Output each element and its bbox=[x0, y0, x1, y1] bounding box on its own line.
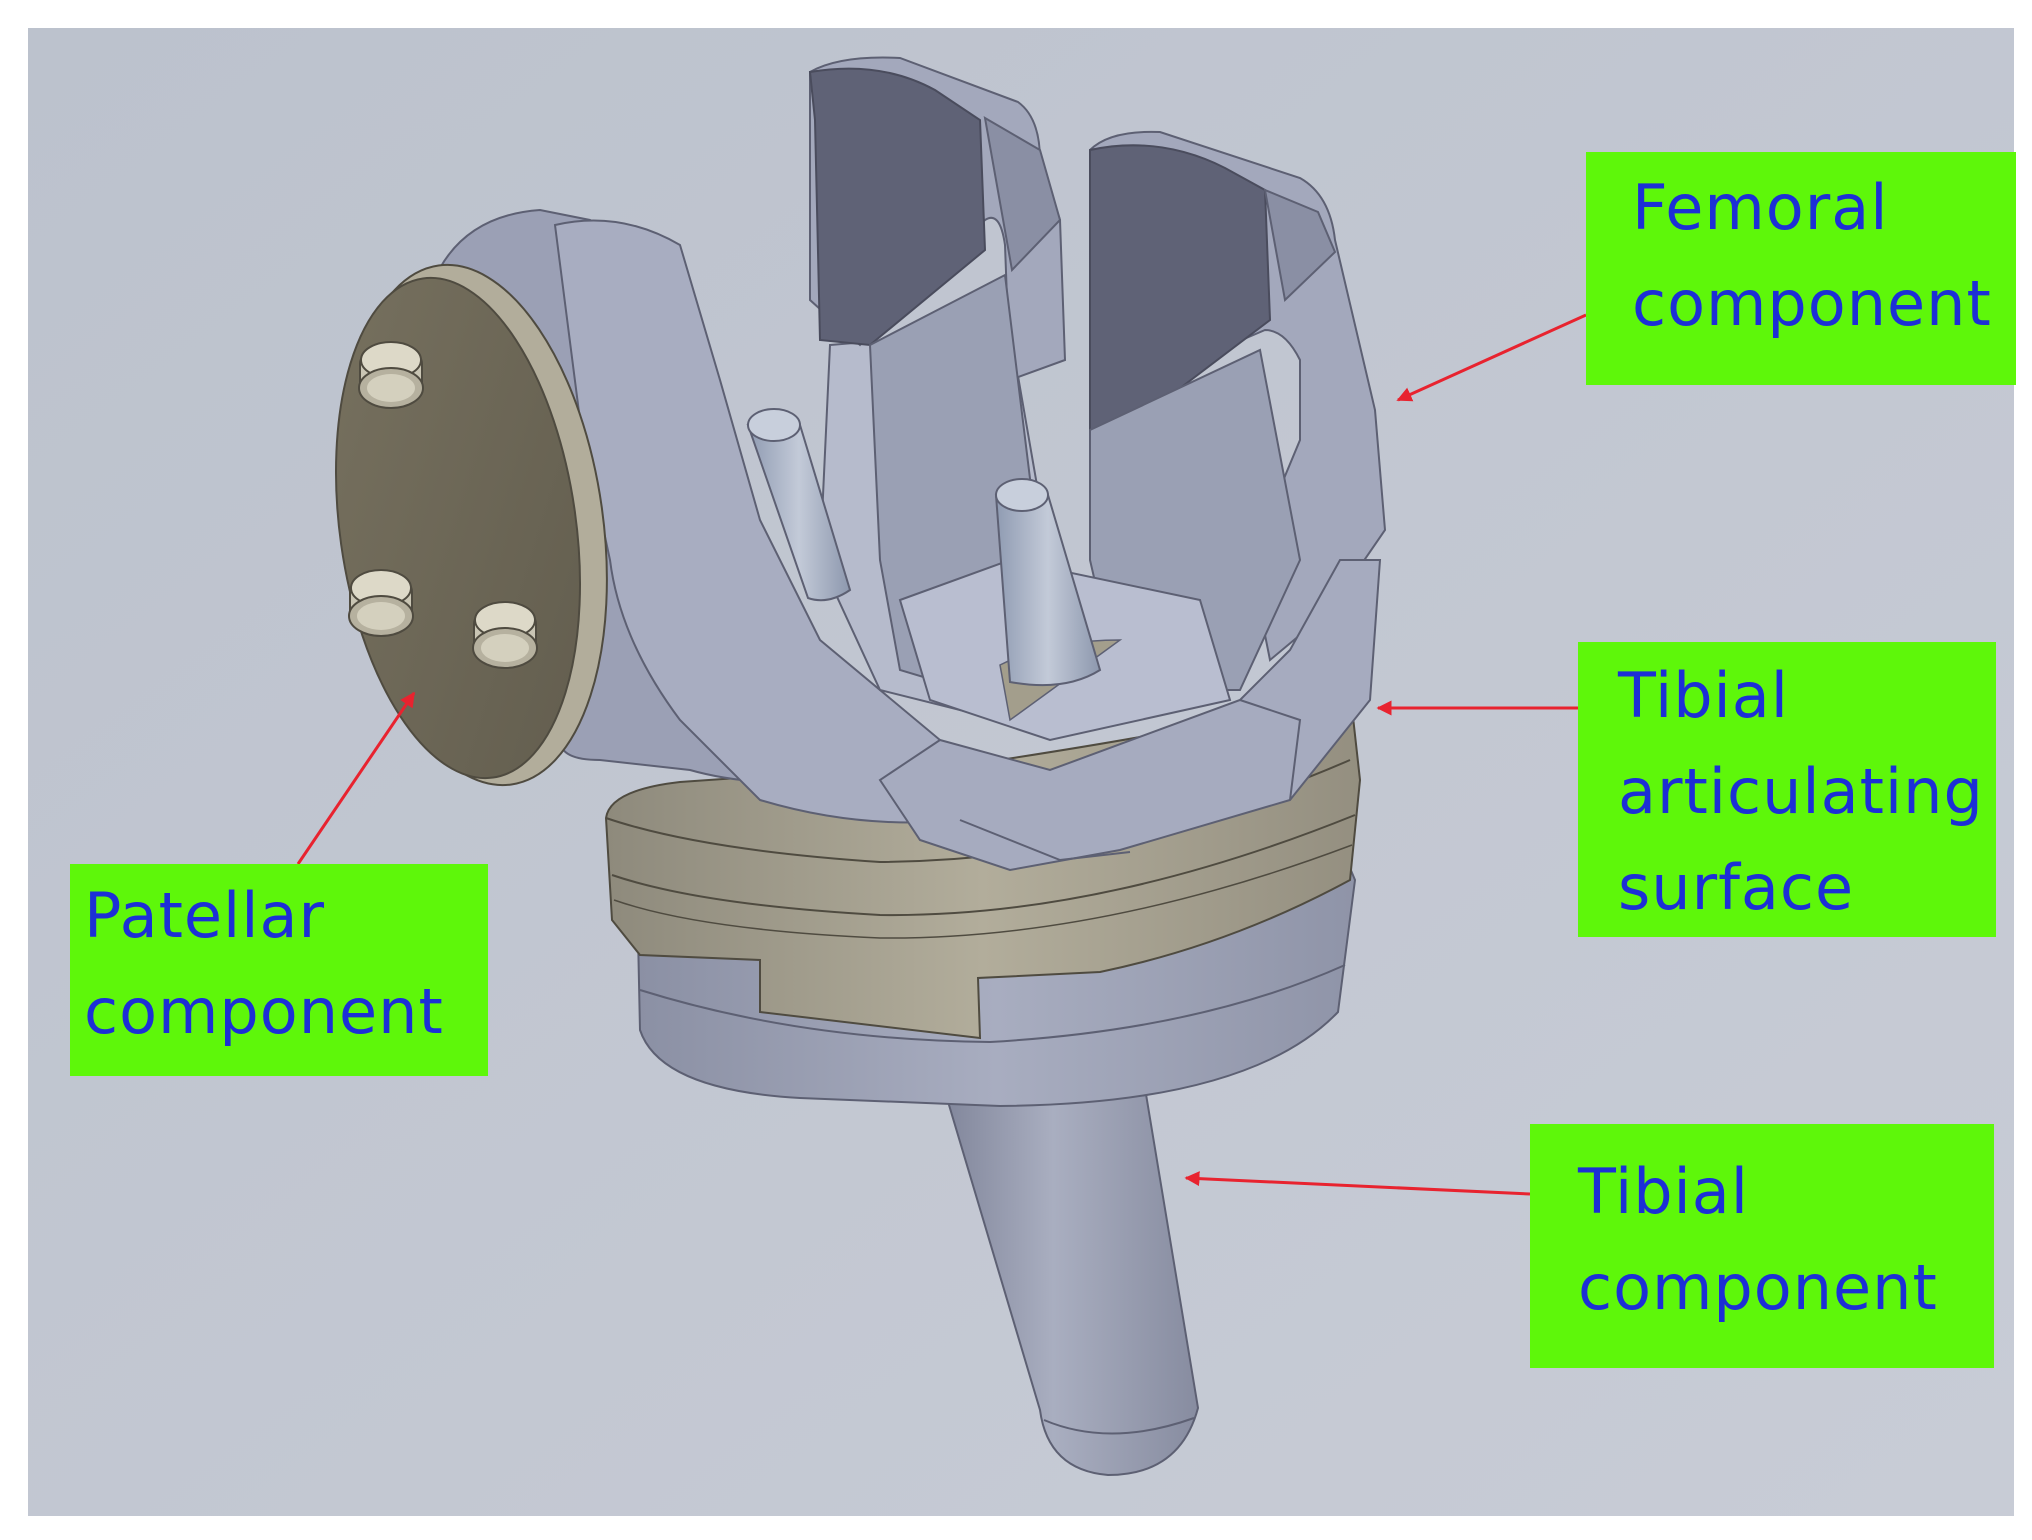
femoral-component bbox=[438, 56, 1387, 872]
arrow-patellar bbox=[296, 691, 416, 865]
patellar-component-label: Patellar component bbox=[70, 864, 488, 1076]
patellar-peg-bottom-left bbox=[348, 569, 414, 637]
femoral-peg-right bbox=[994, 478, 1102, 687]
arrow-femoral bbox=[1396, 313, 1587, 402]
patellar-peg-top bbox=[358, 341, 424, 409]
tibial-articulating-surface-label: Tibial articulating surface bbox=[1578, 642, 1996, 937]
tibial-stem bbox=[933, 1057, 1200, 1477]
femoral-component-label: Femoral component bbox=[1586, 152, 2016, 385]
tibial-component-label: Tibial component bbox=[1530, 1124, 1994, 1368]
patellar-component bbox=[334, 263, 608, 787]
femoral-peg-left bbox=[746, 408, 852, 602]
arrow-tibial bbox=[1184, 1171, 1531, 1196]
patellar-peg-bottom-right bbox=[472, 601, 538, 669]
